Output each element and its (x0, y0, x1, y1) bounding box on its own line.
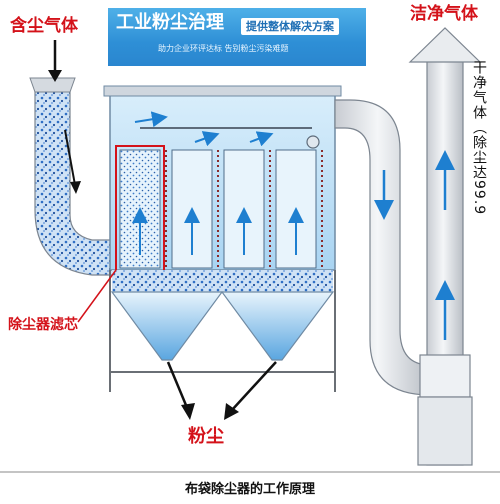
dust-arrowhead (224, 403, 239, 420)
label-dry-air: 干净气体（除尘达99.9 (471, 60, 487, 216)
hopper-left (110, 291, 224, 361)
outlet-duct (334, 99, 431, 396)
chimney-cap-arrow (408, 27, 482, 63)
inlet-funnel (29, 77, 76, 93)
promo-banner: 工业粉尘治理 提供整体解决方案 助力企业环评达标 告别粉尘污染难题 (108, 8, 366, 66)
filter-pointer (77, 269, 117, 323)
collector-roof (103, 85, 342, 97)
flow-arrow (194, 131, 220, 147)
dust-arrow-left (166, 361, 190, 411)
hopper-right (220, 291, 335, 361)
banner-title: 工业粉尘治理 (116, 12, 224, 33)
banner-subtitle: 提供整体解决方案 (241, 18, 339, 35)
inlet-flow-arrow (64, 129, 76, 186)
flow-arrow (249, 131, 274, 147)
dust-layer (112, 270, 333, 292)
dust-arrowhead (181, 403, 195, 420)
label-dust: 粉尘 (188, 426, 224, 447)
flow-arrow (134, 111, 168, 128)
label-dusty-air: 含尘气体 (10, 16, 78, 36)
label-clean-air: 洁净气体 (410, 4, 478, 24)
dust-arrow-right (231, 361, 277, 411)
label-filter-cartridge: 除尘器滤芯 (8, 317, 78, 333)
inlet-flow-arrowhead (70, 181, 81, 194)
diagram-caption: 布袋除尘器的工作原理 (184, 482, 315, 497)
banner-tagline: 助力企业环评达标 告别粉尘污染难题 (158, 44, 289, 53)
fan-housing (419, 354, 471, 398)
inlet-arrowhead (48, 70, 62, 82)
valve (306, 135, 320, 149)
chimney-base (417, 396, 473, 466)
inlet-duct (34, 81, 119, 276)
